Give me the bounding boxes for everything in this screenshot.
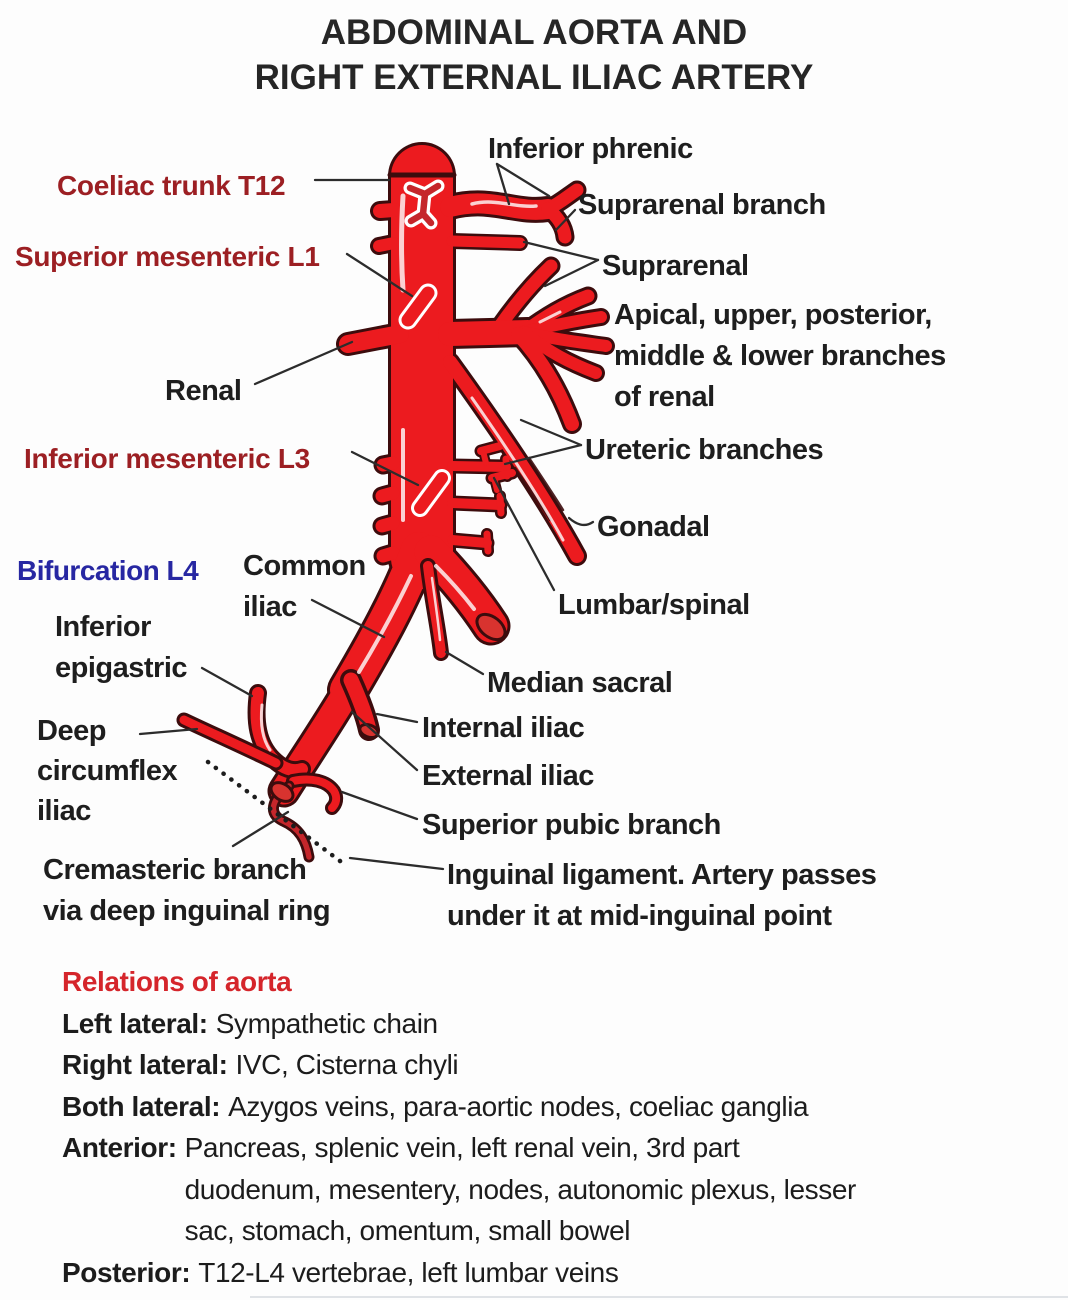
leader-inferior-epigastric (200, 666, 254, 698)
label-suprarenal-branch: Suprarenal branch (578, 189, 826, 221)
relation-text: Pancreas, splenic vein, left renal vein,… (184, 1132, 857, 1246)
label-coeliac-trunk: Coeliac trunk T12 (57, 170, 286, 201)
leader-inferior-phrenic-1 (495, 162, 511, 206)
label-median-sacral: Median sacral (487, 667, 673, 699)
leader-ureteric-2 (503, 443, 583, 466)
label-inferior-mesenteric: Inferior mesenteric L3 (24, 443, 310, 474)
label-cremasteric: Cremasteric branch via deep inguinal rin… (43, 854, 331, 927)
label-superior-pubic: Superior pubic branch (422, 809, 721, 841)
relation-label: Right lateral: (62, 1049, 228, 1080)
leader-common-iliac (310, 598, 386, 639)
artery-vessels (284, 175, 606, 791)
left-renal-stub (348, 334, 400, 344)
relation-text: Sympathetic chain (215, 1007, 438, 1039)
leader-inferior-mesenteric (350, 450, 420, 487)
label-inferior-phrenic: Inferior phrenic (488, 133, 693, 165)
leader-median-sacral (444, 650, 485, 676)
label-suprarenal: Suprarenal (602, 250, 749, 282)
leader-renal (253, 340, 354, 386)
relation-label: Both lateral: (62, 1090, 221, 1122)
label-external-iliac: External iliac (422, 760, 594, 792)
leader-lumbar-spinal (492, 476, 556, 592)
relation-text: Azygos veins, para-aortic nodes, coeliac… (228, 1090, 809, 1122)
leader-suprarenal-1 (522, 240, 600, 262)
leader-inferior-phrenic-2 (495, 162, 551, 198)
leader-cremasteric (231, 810, 290, 848)
bottom-edge-line (250, 1296, 1068, 1298)
label-lumbar-spinal: Lumbar/spinal (558, 589, 750, 621)
leader-superior-mesenteric (345, 252, 414, 298)
label-superior-mesenteric: Superior mesenteric L1 (15, 241, 320, 272)
relation-anterior: Anterior: Pancreas, splenic vein, left r… (62, 1127, 1062, 1252)
inguinal-ligament-dotted-line (205, 759, 347, 867)
leader-ureteric-1 (519, 418, 583, 447)
label-inguinal-ligament: Inguinal ligament. Artery passes under i… (447, 859, 877, 932)
relation-right-lateral: Right lateral: IVC, Cisterna chyli (62, 1044, 1062, 1086)
leader-gonadal (567, 516, 595, 527)
relation-label: Anterior: (62, 1132, 177, 1163)
label-renal: Renal (165, 375, 242, 407)
page-title: ABDOMINAL AORTA AND RIGHT EXTERNAL ILIAC… (254, 13, 814, 97)
vessel-highlights (259, 193, 565, 752)
leader-superior-pubic (340, 790, 419, 821)
suprarenal-vessel (452, 241, 520, 243)
label-common-iliac: Common iliac (243, 550, 366, 623)
relation-text: IVC, Cisterna chyli (235, 1049, 459, 1080)
label-gonadal: Gonadal (597, 511, 710, 543)
leader-internal-iliac (375, 712, 419, 724)
leader-external-iliac (350, 710, 419, 772)
relation-text: T12-L4 vertebrae, left lumbar veins (198, 1256, 619, 1288)
label-deep-circumflex: Deep circumflex iliac (37, 715, 178, 827)
leader-suprarenal-branch (554, 208, 577, 232)
coeliac-trunk-glyph (403, 179, 445, 230)
leader-deep-circumflex (138, 727, 199, 736)
relation-left-lateral: Left lateral: Sympathetic chain (62, 1003, 1062, 1045)
label-internal-iliac: Internal iliac (422, 712, 585, 744)
label-ureteric-branches: Ureteric branches (585, 434, 824, 466)
relation-both-lateral: Both lateral: Azygos veins, para-aortic … (62, 1086, 1062, 1128)
leader-suprarenal-2 (543, 258, 600, 288)
external-iliac-cut-end (269, 781, 295, 803)
label-renal-branches: Apical, upper, posterior, middle & lower… (614, 299, 946, 413)
leader-inguinal (348, 856, 445, 871)
label-bifurcation: Bifurcation L4 (17, 555, 199, 586)
relations-heading: Relations of aorta (62, 966, 292, 997)
leader-lines (138, 162, 600, 871)
left-common-iliac-cut-end (475, 612, 507, 642)
relation-label: Posterior: (62, 1256, 191, 1288)
relation-label: Left lateral: (62, 1007, 208, 1039)
relations-of-aorta-block: Relations of aorta Left lateral: Sympath… (62, 961, 1062, 1293)
label-inferior-epigastric: Inferior epigastric (55, 611, 188, 684)
relation-posterior: Posterior: T12-L4 vertebrae, left lumbar… (62, 1252, 1062, 1294)
